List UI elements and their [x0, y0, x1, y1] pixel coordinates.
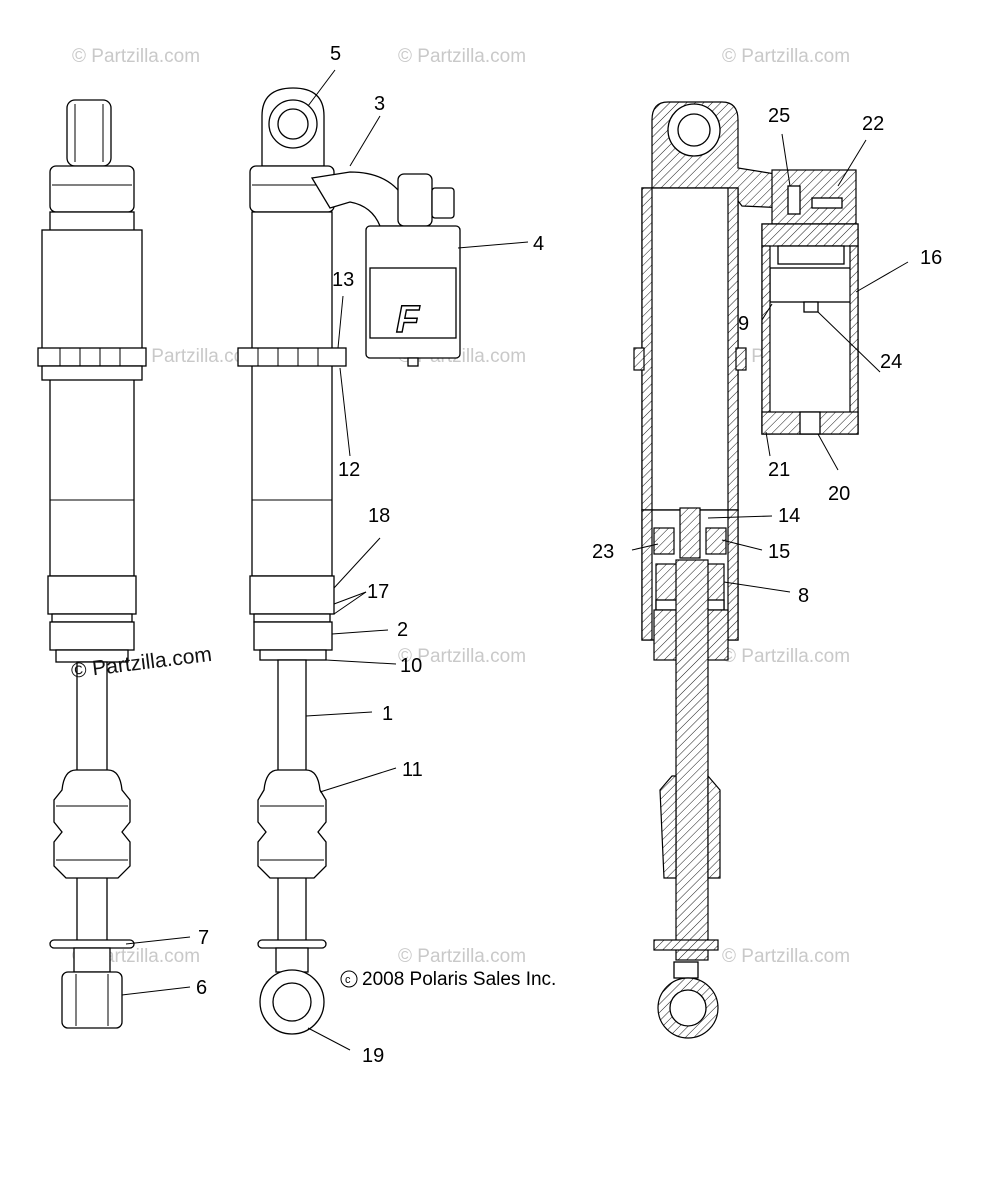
callout-13: 13	[332, 269, 354, 291]
watermark: © Partzilla.com	[72, 46, 200, 67]
copyright-text: 2008 Polaris Sales Inc.	[362, 969, 556, 990]
watermark: © Partzilla.com	[132, 346, 260, 367]
shock-middle-view: F	[237, 87, 461, 1035]
callout-14: 14	[778, 505, 800, 527]
callout-21: 21	[768, 459, 790, 481]
callout-16: 16	[920, 247, 942, 269]
watermark: © Partzilla.com	[398, 46, 526, 67]
callout-labels: 5 3 4 13 12 18 17 2 10 1 11 7 6 19 25 22…	[196, 43, 942, 1067]
copyright-symbol: c	[345, 974, 351, 986]
callout-15: 15	[768, 541, 790, 563]
callout-8: 8	[798, 585, 809, 607]
watermark: © Partzilla.com	[722, 646, 850, 667]
callout-22: 22	[862, 113, 884, 135]
copyright-line: c 2008 Polaris Sales Inc.	[340, 969, 556, 990]
watermark: © Partzilla.com	[398, 646, 526, 667]
callout-1: 1	[382, 703, 393, 725]
leader-lines	[121, 69, 909, 1051]
callout-11: 11	[402, 759, 423, 781]
callout-23: 23	[592, 541, 614, 563]
callout-25: 25	[768, 105, 790, 127]
shock-left-view	[37, 99, 147, 1029]
reservoir-logo: F	[396, 299, 421, 341]
shock-cross-section	[633, 101, 859, 1039]
callout-2: 2	[397, 619, 408, 641]
callout-3: 3	[374, 93, 385, 115]
callout-10: 10	[400, 655, 422, 677]
callout-4: 4	[533, 233, 544, 255]
watermark: © Partzilla.com	[398, 946, 526, 967]
callout-18: 18	[368, 505, 390, 527]
callout-19: 19	[362, 1045, 384, 1067]
callout-9: 9	[738, 313, 749, 335]
callout-17: 17	[367, 581, 389, 603]
callout-12: 12	[338, 459, 360, 481]
callout-6: 6	[196, 977, 207, 999]
watermark: © Partzilla.com	[722, 46, 850, 67]
callout-5: 5	[330, 43, 341, 65]
callout-20: 20	[828, 483, 850, 505]
watermark: © Partzilla.com	[722, 946, 850, 967]
callout-24: 24	[880, 351, 902, 373]
callout-7: 7	[198, 927, 209, 949]
